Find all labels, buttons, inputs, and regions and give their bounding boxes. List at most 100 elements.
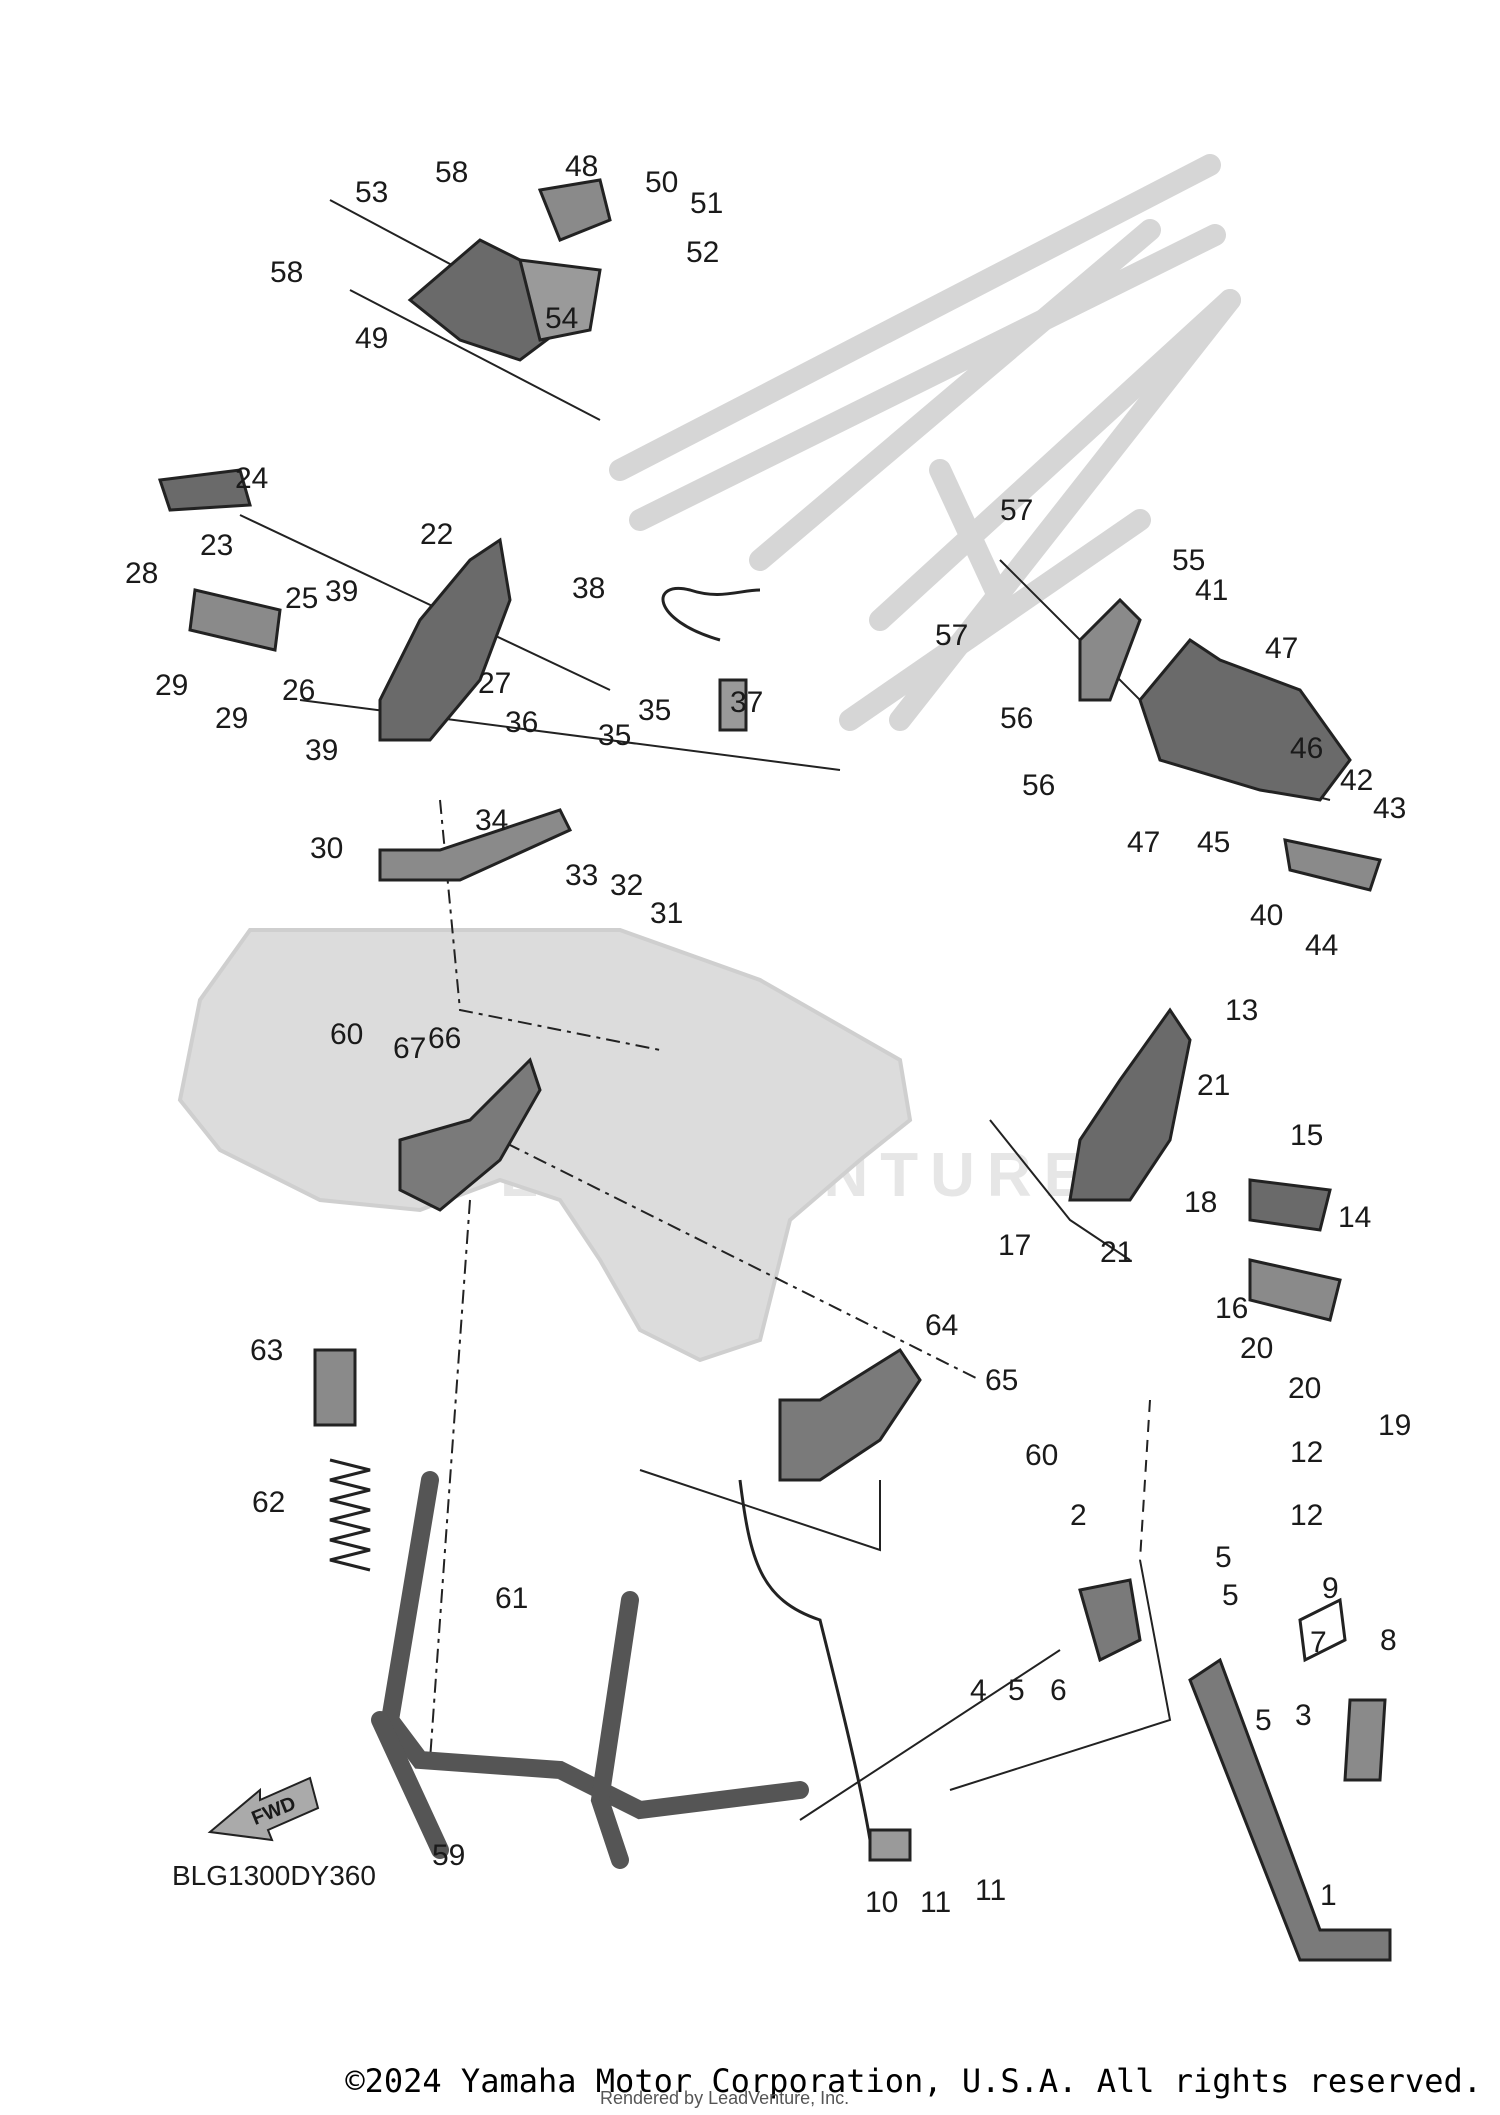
callout-62: 62 [252, 1486, 285, 1519]
callout-40: 40 [1250, 899, 1283, 932]
right-rear-bracket [1078, 597, 1382, 892]
callout-5: 5 [1222, 1579, 1239, 1612]
callout-59: 59 [432, 1839, 465, 1872]
callout-30: 30 [310, 832, 343, 865]
callout-33: 33 [565, 859, 598, 892]
callout-65: 65 [985, 1364, 1018, 1397]
callout-57: 57 [1000, 494, 1033, 527]
callout-56: 56 [1022, 769, 1055, 802]
callout-35: 35 [638, 694, 671, 727]
left-footrest-assembly [157, 468, 512, 742]
callout-21: 21 [1197, 1069, 1230, 1102]
frame-ghost [609, 154, 1241, 731]
callout-47: 47 [1265, 632, 1298, 665]
callout-58: 58 [435, 156, 468, 189]
callout-2: 2 [1070, 1499, 1087, 1532]
callout-22: 22 [420, 518, 453, 551]
callout-63: 63 [250, 1334, 283, 1367]
callout-60: 60 [1025, 1439, 1058, 1472]
callout-9: 9 [1322, 1572, 1339, 1605]
callout-23: 23 [200, 529, 233, 562]
rear-footrest-bracket-top [407, 178, 612, 362]
callout-37: 37 [730, 686, 763, 719]
callout-5: 5 [1215, 1541, 1232, 1574]
callout-21: 21 [1100, 1236, 1133, 1269]
callout-20: 20 [1240, 1332, 1273, 1365]
right-footrest-assembly [1068, 1007, 1342, 1322]
copyright-footer: ©2024 Yamaha Motor Corporation, U.S.A. A… [345, 2062, 1482, 2100]
callout-3: 3 [1295, 1699, 1312, 1732]
callout-8: 8 [1380, 1624, 1397, 1657]
render-credit: Rendered by LeadVenture, Inc. [600, 2088, 850, 2108]
callout-4: 4 [970, 1674, 987, 1707]
callout-39: 39 [305, 734, 338, 767]
callout-20: 20 [1288, 1372, 1321, 1405]
callout-38: 38 [572, 572, 605, 605]
callout-32: 32 [610, 869, 643, 902]
callout-51: 51 [690, 187, 723, 220]
callout-25: 25 [285, 582, 318, 615]
callout-47: 47 [1127, 826, 1160, 859]
callout-31: 31 [650, 897, 683, 930]
shift-pedal [378, 808, 573, 882]
leader-lines [239, 199, 1331, 1821]
side-stand [1078, 1578, 1392, 1962]
callout-27: 27 [478, 667, 511, 700]
callout-60: 60 [330, 1018, 363, 1051]
callout-67: 67 [393, 1032, 426, 1065]
stand-spring [313, 1348, 371, 1572]
diagram-code: BLG1300DY360 [172, 1860, 376, 1891]
callout-36: 36 [505, 706, 538, 739]
callout-45: 45 [1197, 826, 1230, 859]
callout-10: 10 [865, 1886, 898, 1919]
callout-14: 14 [1338, 1201, 1371, 1234]
callout-66: 66 [428, 1022, 461, 1055]
callout-11: 11 [920, 1886, 951, 1919]
callout-29: 29 [155, 669, 188, 702]
callout-28: 28 [125, 557, 158, 590]
callout-49: 49 [355, 322, 388, 355]
callout-15: 15 [1290, 1119, 1323, 1152]
callout-16: 16 [1215, 1292, 1248, 1325]
callout-53: 53 [355, 176, 388, 209]
callout-41: 41 [1195, 574, 1228, 607]
callout-50: 50 [645, 166, 678, 199]
callout-55: 55 [1172, 544, 1205, 577]
center-stand-brackets [398, 1057, 922, 1482]
callout-39: 39 [325, 575, 358, 608]
callout-24: 24 [235, 462, 268, 495]
callout-5: 5 [1255, 1704, 1272, 1737]
callout-57: 57 [935, 619, 968, 652]
main-stand [371, 1471, 809, 1869]
callout-12: 12 [1290, 1436, 1323, 1469]
callout-7: 7 [1310, 1626, 1327, 1659]
callout-18: 18 [1184, 1186, 1217, 1219]
callout-34: 34 [475, 804, 508, 837]
callout-42: 42 [1340, 764, 1373, 797]
callout-44: 44 [1305, 929, 1338, 962]
callout-6: 6 [1050, 1674, 1067, 1707]
callout-52: 52 [686, 236, 719, 269]
callout-17: 17 [998, 1229, 1031, 1262]
swingarm-ghost [177, 928, 913, 1363]
callout-46: 46 [1290, 732, 1323, 765]
fwd-arrow-icon: FWD [207, 1776, 320, 1842]
callout-64: 64 [925, 1309, 958, 1342]
callout-58: 58 [270, 256, 303, 289]
callout-54: 54 [545, 302, 578, 335]
callout-11: 11 [975, 1874, 1006, 1907]
callout-5: 5 [1008, 1674, 1025, 1707]
callout-61: 61 [495, 1582, 528, 1615]
callout-48: 48 [565, 150, 598, 183]
callout-1: 1 [1320, 1879, 1337, 1912]
callout-19: 19 [1378, 1409, 1411, 1442]
callout-12: 12 [1290, 1499, 1323, 1532]
callout-29: 29 [215, 702, 248, 735]
callout-56: 56 [1000, 702, 1033, 735]
stop-switch [661, 587, 761, 732]
sidestand-switch [738, 1479, 912, 1862]
callout-43: 43 [1373, 792, 1406, 825]
callout-13: 13 [1225, 994, 1258, 1027]
